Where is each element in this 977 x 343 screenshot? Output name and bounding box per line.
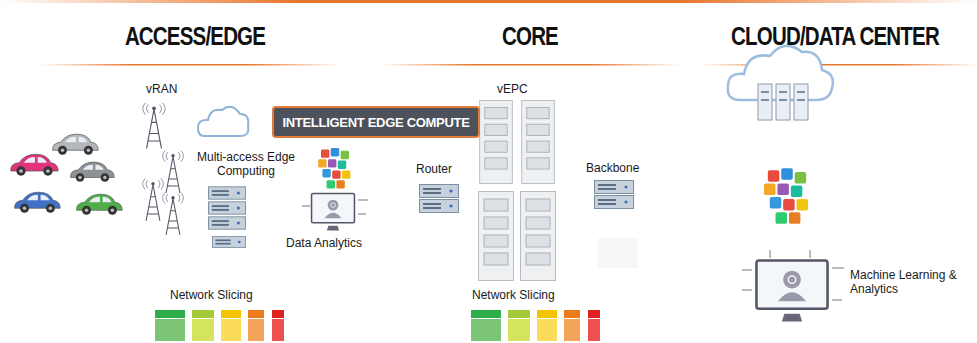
component-label: Backbone xyxy=(586,161,656,175)
component-label: Machine Learning & Analytics xyxy=(850,268,970,296)
component-label: Network Slicing xyxy=(472,288,592,302)
feature-banner: INTELLIGENT EDGE COMPUTE xyxy=(272,106,480,138)
component-label: Network Slicing xyxy=(170,288,290,302)
component-label: Router xyxy=(416,162,476,176)
banner-text: INTELLIGENT EDGE COMPUTE xyxy=(282,115,469,130)
component-label: Data Analytics xyxy=(286,236,386,250)
section-header: CORE xyxy=(423,22,636,50)
component-label: Multi-access Edge Computing xyxy=(196,150,296,178)
component-label: vEPC xyxy=(497,82,557,96)
component-label: vRAN xyxy=(146,82,196,96)
section-header: ACCESS/EDGE xyxy=(80,22,310,50)
section-header: CLOUD/DATA CENTER xyxy=(724,22,945,50)
